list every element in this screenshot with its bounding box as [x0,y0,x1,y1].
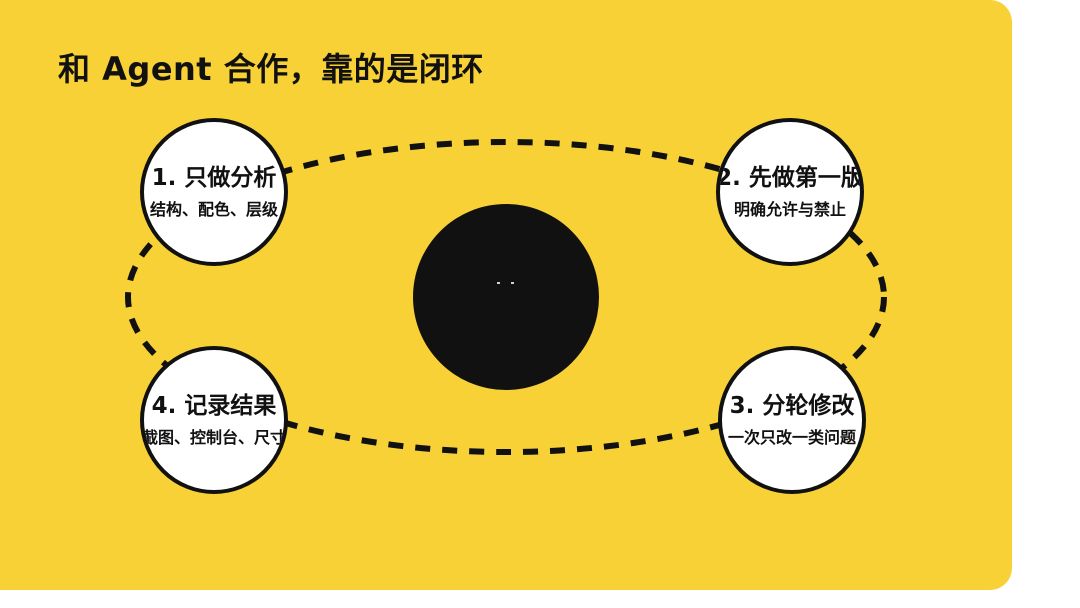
step-title: 3. 分轮修改 [729,392,855,419]
step-node-revise: 3. 分轮修改 一次只改一类问题 [718,346,866,494]
step-node-analyze: 1. 只做分析 结构、配色、层级 [140,118,288,266]
page-title: 和 Agent 合作，靠的是闭环 [58,50,484,88]
step-subtitle: 明确允许与禁止 [733,200,846,220]
page-margin [1012,0,1080,608]
step-node-record: 4. 记录结果 截图、控制台、尺寸 [140,346,288,494]
step-subtitle: 结构、配色、层级 [149,200,278,220]
highlight-mark [511,282,514,284]
step-subtitle: 截图、控制台、尺寸 [142,428,287,448]
step-node-first-version: 2. 先做第一版 明确允许与禁止 [716,118,864,266]
step-title: 2. 先做第一版 [716,164,864,191]
step-title: 1. 只做分析 [151,164,277,191]
step-subtitle: 一次只改一类问题 [727,428,856,448]
loop-path [125,139,887,455]
step-title: 4. 记录结果 [151,392,277,419]
center-circle [413,204,599,390]
highlight-mark [497,282,500,284]
